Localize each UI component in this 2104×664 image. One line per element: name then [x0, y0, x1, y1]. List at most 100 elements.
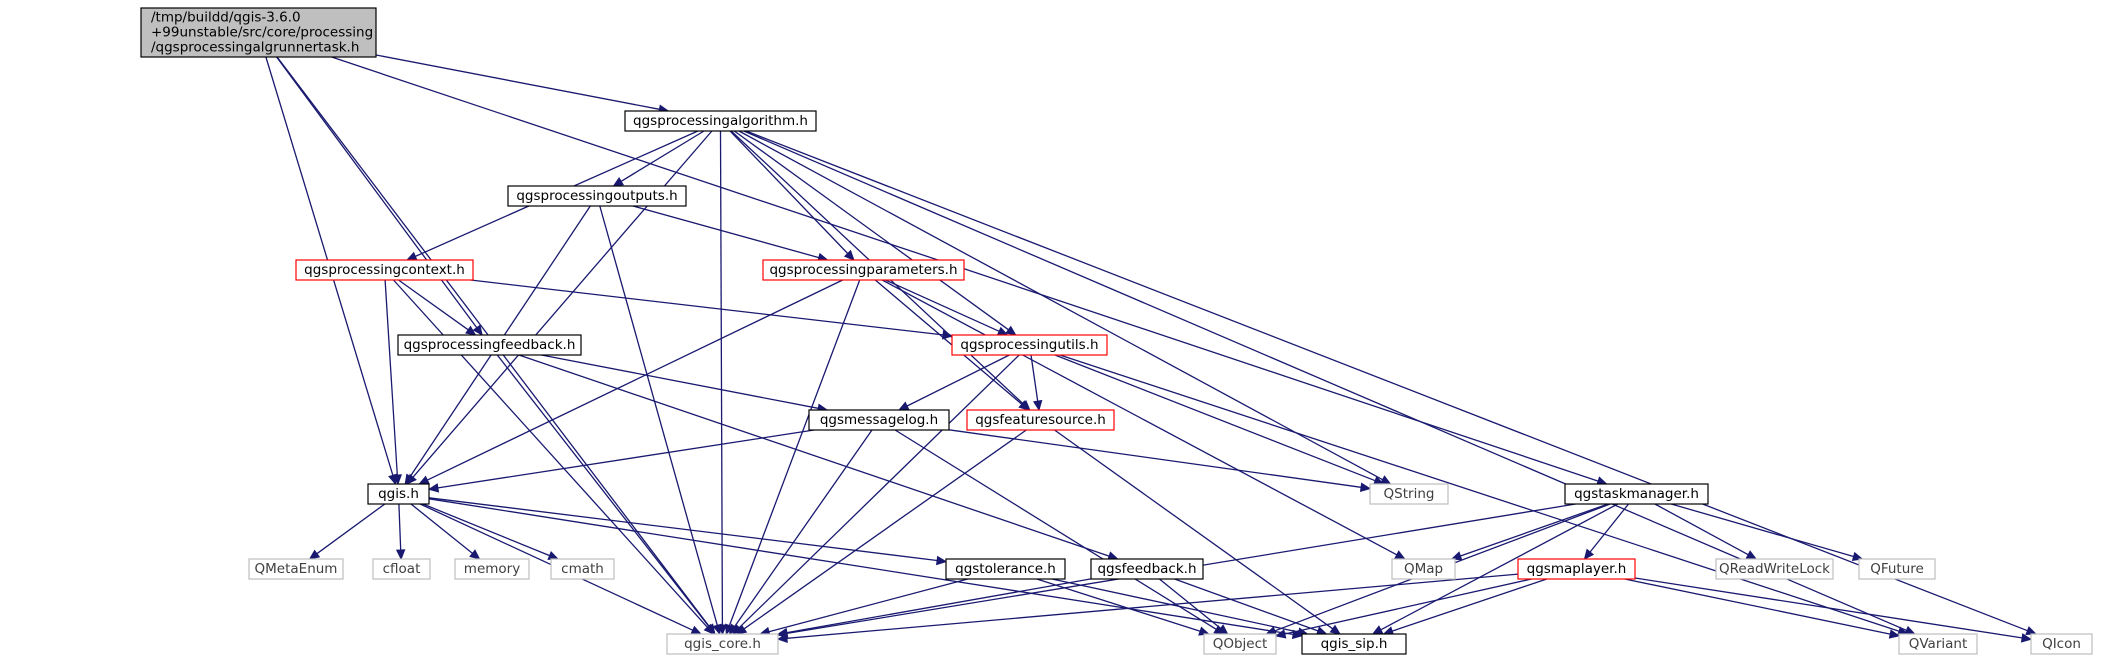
edge-line	[1036, 578, 1201, 632]
edge-parameters-to-qmap	[881, 279, 1406, 560]
node-outputs[interactable]: qgsprocessingoutputs.h	[507, 185, 687, 207]
edge-arrowhead	[728, 623, 739, 636]
node-label: QString	[1384, 486, 1435, 502]
edge-arrowhead	[2020, 633, 2033, 643]
node-label: QMap	[1404, 561, 1443, 577]
edge-feedback_proc-to-qgis_core	[496, 354, 716, 635]
node-featuresource[interactable]: qgsfeaturesource.h	[966, 409, 1115, 431]
edge-line	[1054, 354, 1376, 482]
node-utils[interactable]: qgsprocessingutils.h	[951, 334, 1108, 356]
edge-line	[1380, 503, 1619, 631]
edge-qgis-to-cmath	[422, 503, 560, 560]
node-label: QMetaEnum	[255, 561, 338, 577]
edge-arrowhead	[427, 483, 440, 493]
edge-arrowhead	[612, 176, 625, 187]
edge-arrowhead	[942, 330, 954, 340]
node-box	[1898, 633, 1978, 655]
edge-line	[743, 130, 1907, 631]
node-messagelog[interactable]: qgsmessagelog.h	[808, 409, 950, 431]
node-box	[1301, 633, 1407, 655]
edge-line	[427, 279, 843, 481]
node-feedback_proc[interactable]: qgsprocessingfeedback.h	[397, 334, 582, 356]
node-context[interactable]: qgsprocessingcontext.h	[295, 259, 474, 281]
node-label: qgis_core.h	[684, 636, 761, 652]
edge-line	[745, 130, 2028, 632]
node-box	[1564, 483, 1709, 505]
node-feedback[interactable]: qgsfeedback.h	[1090, 558, 1204, 580]
edge-arrowhead	[465, 325, 477, 336]
edge-arrowhead	[996, 326, 1009, 336]
node-label: qgis.h	[378, 486, 419, 502]
edge-arrowhead	[1371, 625, 1384, 635]
edge-messagelog-to-qstring	[948, 429, 1372, 492]
edge-line	[881, 279, 1398, 556]
edge-line	[1054, 429, 1334, 630]
node-qgis_sip[interactable]: qgis_sip.h	[1301, 633, 1407, 655]
node-box	[945, 558, 1066, 580]
edge-line	[398, 503, 402, 551]
edge-line	[768, 578, 968, 633]
edge-line	[428, 498, 1294, 636]
node-taskmanager[interactable]: qgstaskmanager.h	[1564, 483, 1709, 505]
edge-arrowhead	[690, 625, 703, 635]
node-label: QFuture	[1870, 561, 1924, 577]
edge-taskmanager-to-qfuture	[1671, 503, 1864, 562]
node-label: qgsprocessingoutputs.h	[516, 188, 677, 204]
node-box	[1391, 558, 1456, 580]
node-algorithm[interactable]: qgsprocessingalgorithm.h	[624, 110, 817, 132]
edge-arrowhead	[395, 549, 406, 561]
edge-arrowhead	[1394, 550, 1406, 560]
node-root[interactable]: /tmp/buildd/qgis-3.6.0+99unstable/src/co…	[140, 7, 377, 58]
node-cfloat: cfloat	[372, 558, 431, 580]
node-qfuture: QFuture	[1858, 558, 1936, 580]
edge-arrowhead	[2025, 626, 2038, 636]
edge-line	[316, 503, 386, 555]
edge-line	[786, 578, 1092, 634]
edge-arrowhead	[1745, 550, 1758, 560]
edge-line	[398, 279, 469, 331]
edge-maplayer-to-qobject	[1274, 578, 1532, 639]
node-label: qgis_sip.h	[1321, 636, 1388, 652]
node-box	[454, 558, 530, 580]
node-label: QObject	[1213, 636, 1268, 652]
node-label: QReadWriteLock	[1719, 561, 1830, 577]
edge-tolerance-to-qgis_sip	[1051, 578, 1309, 637]
edge-line	[1460, 503, 1609, 557]
node-box	[140, 7, 377, 58]
edge-feedback_proc-to-messagelog	[541, 354, 829, 413]
edge-arrowhead	[392, 474, 403, 486]
node-label: qgsprocessingcontext.h	[304, 262, 465, 278]
edge-line	[734, 429, 873, 627]
edge-algorithm-to-outputs	[612, 130, 705, 187]
node-qgis[interactable]: qgis.h	[367, 483, 430, 505]
edge-context-to-feedback_proc	[398, 279, 477, 336]
edge-arrowhead	[418, 475, 430, 485]
edge-line	[422, 503, 550, 557]
edge-line	[470, 279, 944, 336]
edge-arrowhead	[705, 623, 716, 635]
node-label: /tmp/buildd/qgis-3.6.0	[151, 10, 301, 26]
edge-line	[428, 497, 938, 562]
edge-arrowhead	[1359, 482, 1372, 492]
edge-utils-to-messagelog	[898, 354, 1010, 411]
edge-parameters-to-utils	[885, 279, 1009, 336]
node-parameters[interactable]: qgsprocessingparameters.h	[762, 259, 965, 281]
node-tolerance[interactable]: qgstolerance.h	[945, 558, 1066, 580]
node-box	[1090, 558, 1204, 580]
node-label: QVariant	[1909, 636, 1968, 652]
node-label: qgsprocessingalgorithm.h	[633, 113, 808, 129]
edge-arrowhead	[1018, 400, 1030, 411]
edge-utils-to-qgis_core	[731, 354, 1020, 635]
edge-outputs-to-parameters	[632, 205, 829, 263]
node-qicon: QIcon	[2030, 633, 2093, 655]
edge-arrowhead	[404, 473, 415, 486]
node-label: qgsprocessingparameters.h	[769, 262, 957, 278]
edge-line	[1158, 578, 1222, 629]
node-box	[397, 334, 582, 356]
node-box	[666, 633, 779, 655]
edge-parameters-to-featuresource	[874, 279, 1030, 411]
node-box	[966, 409, 1115, 431]
node-qobject: QObject	[1203, 633, 1277, 655]
edge-line	[1634, 577, 2023, 639]
node-maplayer[interactable]: qgsmaplayer.h	[1517, 558, 1636, 580]
